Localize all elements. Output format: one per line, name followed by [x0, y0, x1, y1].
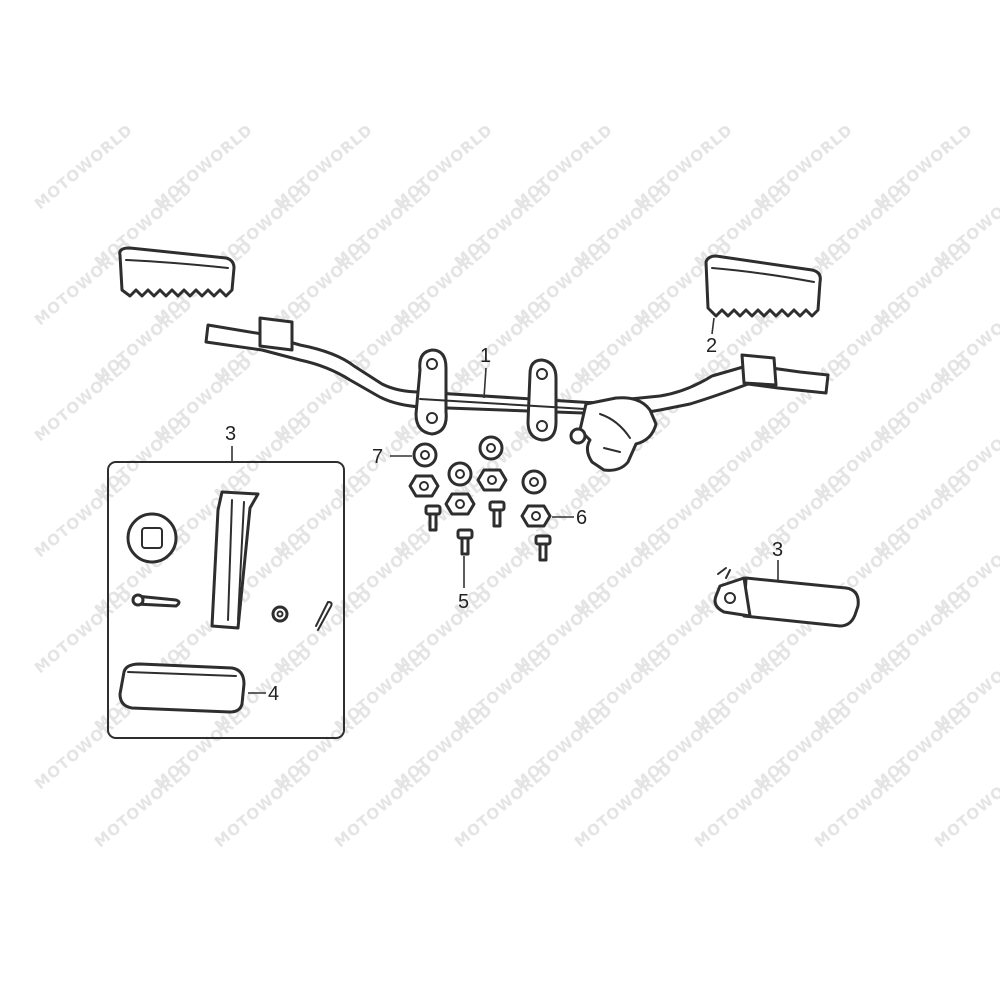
- watermark-text: MOTOWORLD: [331, 759, 436, 852]
- watermark-text: MOTOWORLD: [571, 759, 676, 852]
- callout-2: 2: [706, 335, 717, 357]
- footpeg-assembly-right: [713, 567, 860, 628]
- bolt: [534, 534, 552, 562]
- callout-5: 5: [458, 591, 469, 613]
- footpeg-rubber-left: [118, 246, 236, 298]
- bolt-5: [456, 528, 474, 556]
- watermark-text: MOTOWORLD: [451, 759, 556, 852]
- watermark-text: MOTOWORLD: [811, 759, 916, 852]
- watermark-text: MOTOWORLD: [31, 469, 136, 562]
- nut: [408, 474, 440, 498]
- callout-1: 1: [480, 345, 491, 367]
- bolt: [488, 500, 506, 528]
- watermark-text: MOTOWORLD: [931, 759, 1000, 852]
- callout-3-kit: 3: [225, 423, 236, 445]
- nut-6: [520, 504, 552, 528]
- watermark-text: MOTOWORLD: [31, 353, 136, 446]
- bolt: [424, 504, 442, 532]
- footpeg-kit-box: [107, 461, 345, 739]
- callout-6: 6: [576, 507, 587, 529]
- washer-7: [412, 442, 438, 468]
- callout-3-grip: 3: [772, 539, 783, 561]
- callout-4: 4: [268, 683, 279, 705]
- nut: [444, 492, 476, 516]
- washer: [478, 435, 504, 461]
- washer: [447, 461, 473, 487]
- callout-7: 7: [372, 446, 383, 468]
- watermark-text: MOTOWORLD: [91, 759, 196, 852]
- watermark-text: MOTOWORLD: [31, 121, 136, 214]
- leader-lines: [231, 317, 779, 694]
- watermark-text: MOTOWORLD: [31, 701, 136, 794]
- footrest-bar: [204, 316, 830, 472]
- footpeg-rubber-right: [704, 254, 822, 318]
- watermark-text: MOTOWORLD: [691, 759, 796, 852]
- washer: [521, 469, 547, 495]
- nut: [476, 468, 508, 492]
- watermark-text: MOTOWORLD: [31, 585, 136, 678]
- watermark-text: MOTOWORLD: [211, 759, 316, 852]
